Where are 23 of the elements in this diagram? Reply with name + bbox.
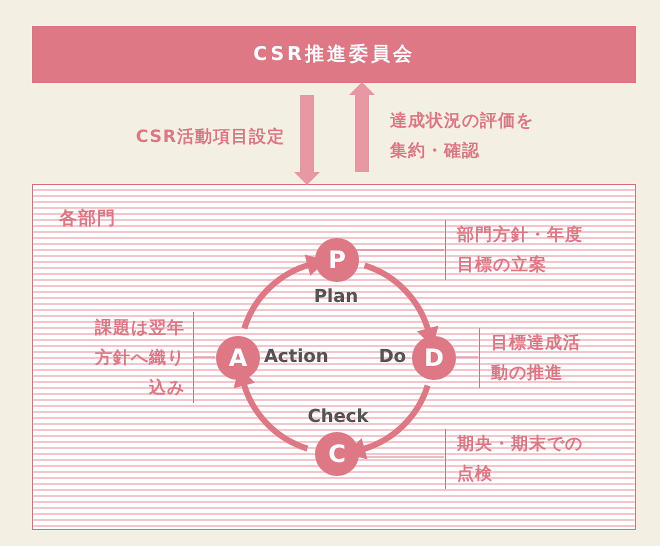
- committee-band: [32, 26, 636, 83]
- phase-letter: C: [328, 442, 346, 466]
- phase-letter: D: [424, 346, 444, 370]
- panel-heading: 各部門: [59, 207, 116, 231]
- leader-line: [192, 356, 216, 358]
- department-panel: [32, 184, 636, 530]
- phase-label: Action: [264, 345, 330, 369]
- edge-label: 達成状況の評価を集約・確認: [390, 110, 535, 163]
- note-text: 課題は翌年方針へ織り込み: [94, 316, 185, 400]
- phase-label: Do: [378, 345, 406, 369]
- note-text: 期央・期末での点検: [457, 433, 584, 486]
- note-text: 部門方針・年度目標の立案: [457, 224, 584, 277]
- leader-line: [454, 356, 478, 358]
- phase-label: Plan: [312, 285, 360, 309]
- note-text: 目標達成活動の推進: [491, 332, 582, 385]
- leader-line: [357, 456, 444, 458]
- phase-letter: A: [228, 346, 248, 370]
- block-arrow: [294, 95, 320, 185]
- band-title: CSR推進委員会: [253, 42, 415, 68]
- block-arrow: [349, 82, 375, 172]
- edge-label: CSR活動項目設定: [134, 126, 285, 149]
- phase-label: Check: [306, 405, 370, 429]
- phase-letter: P: [328, 248, 346, 272]
